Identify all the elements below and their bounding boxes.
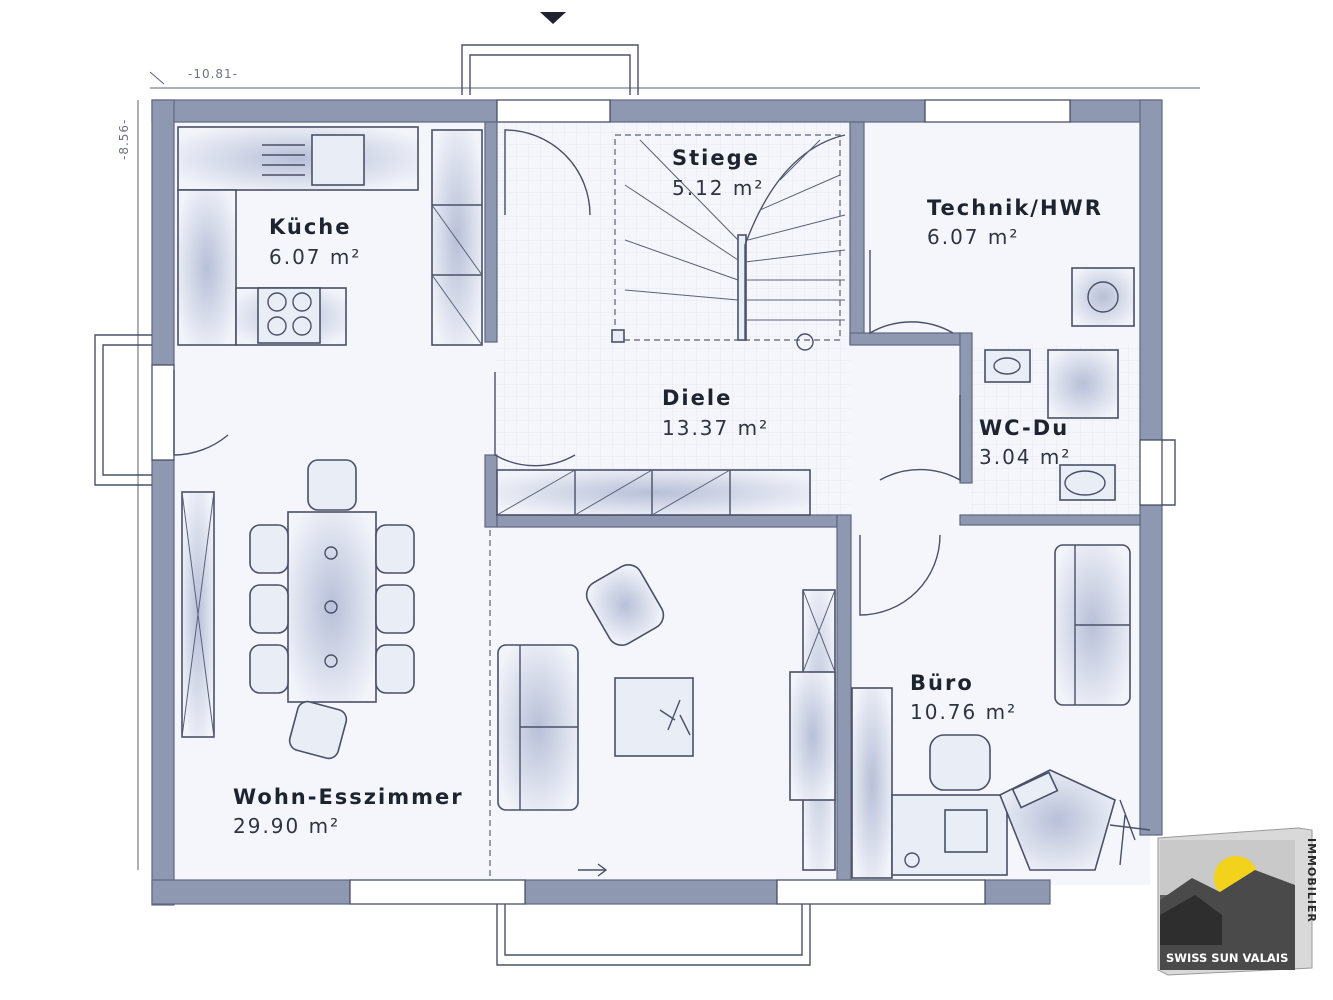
living-furniture bbox=[489, 530, 836, 880]
room-area-kueche: 6.07 m² bbox=[269, 245, 361, 269]
room-name-kueche: Küche bbox=[269, 215, 352, 239]
office-furniture bbox=[851, 544, 1151, 879]
room-name-stiege: Stiege bbox=[672, 146, 760, 170]
wc-fixtures bbox=[984, 349, 1119, 501]
inner-walls bbox=[484, 121, 1141, 881]
entrance-arrow-icon bbox=[540, 12, 566, 24]
house-icon bbox=[1160, 895, 1222, 945]
outer-walls bbox=[151, 99, 1163, 906]
room-area-wc: 3.04 m² bbox=[979, 445, 1071, 469]
room-name-technik: Technik/HWR bbox=[927, 196, 1103, 220]
swiss-sun-valais-logo: SWISS SUN VALAIS IMMOBILIER bbox=[1157, 827, 1318, 976]
room-area-wohn: 29.90 m² bbox=[233, 814, 340, 838]
wardrobe bbox=[496, 469, 811, 516]
room-name-wc: WC-Du bbox=[979, 416, 1069, 440]
doors bbox=[173, 129, 961, 616]
technik-appliances bbox=[1071, 267, 1135, 327]
room-name-buero: Büro bbox=[910, 671, 974, 695]
logo-side-text: IMMOBILIER bbox=[1305, 838, 1318, 923]
windows bbox=[94, 44, 1176, 966]
width-dimension: -10.81- bbox=[188, 67, 238, 81]
staircase bbox=[611, 134, 846, 351]
dining-set bbox=[181, 459, 415, 760]
room-area-stiege: 5.12 m² bbox=[672, 176, 764, 200]
logo-name: SWISS SUN VALAIS bbox=[1166, 951, 1288, 965]
room-labels: Küche 6.07 m² Stiege 5.12 m² Technik/HWR… bbox=[233, 146, 1103, 838]
room-name-wohn: Wohn-Esszimmer bbox=[233, 785, 464, 809]
room-name-diele: Diele bbox=[662, 386, 732, 410]
depth-dimension: -8.56- bbox=[117, 119, 131, 160]
room-area-buero: 10.76 m² bbox=[910, 700, 1017, 724]
kitchen-furniture bbox=[177, 126, 483, 346]
room-area-technik: 6.07 m² bbox=[927, 225, 1019, 249]
room-area-diele: 13.37 m² bbox=[662, 416, 769, 440]
